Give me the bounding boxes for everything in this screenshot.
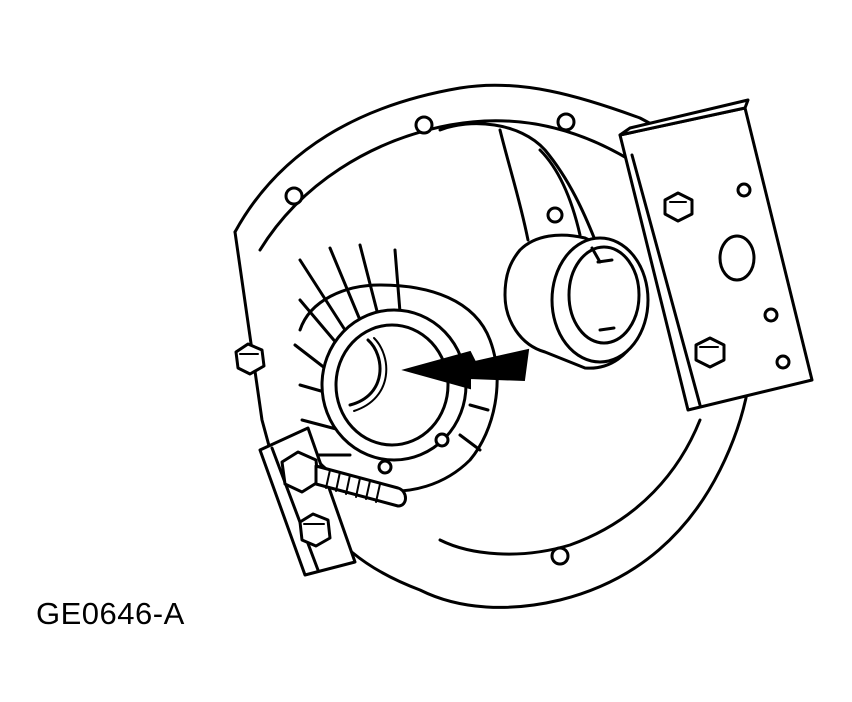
plate-bolt-upper [663,191,694,223]
bore-fins [293,243,490,457]
sleeve-bore [567,245,641,345]
sleeve-key-slot [590,246,616,332]
housing-outer-flange [233,83,754,609]
plate-hole [736,182,752,198]
plate-hole [763,307,779,323]
left-bolt-lower [298,512,332,548]
figure-label: GE0646-A [36,596,185,631]
bore-small-hole [434,432,450,448]
flange-hole [550,546,570,566]
insertion-arrow [401,348,530,390]
plate-hole [775,354,791,370]
left-bolt-upper [234,342,266,376]
tool-bolt [280,450,407,508]
flange-hole [546,206,564,224]
cavity-contour [438,122,597,242]
flange-hole [414,115,434,135]
flange-hole [556,112,576,132]
flange-hole [284,186,304,206]
right-plate-edge [630,153,702,407]
left-plate-edge [270,446,320,572]
bore-race-edge [348,338,382,407]
plate-bolt-lower [694,336,726,369]
flange-hole [377,459,393,475]
bore-inner-ring [334,323,450,447]
plate-center-hole [718,234,756,282]
right-plate-side [618,98,750,137]
bore-race-edge-2 [353,337,388,412]
